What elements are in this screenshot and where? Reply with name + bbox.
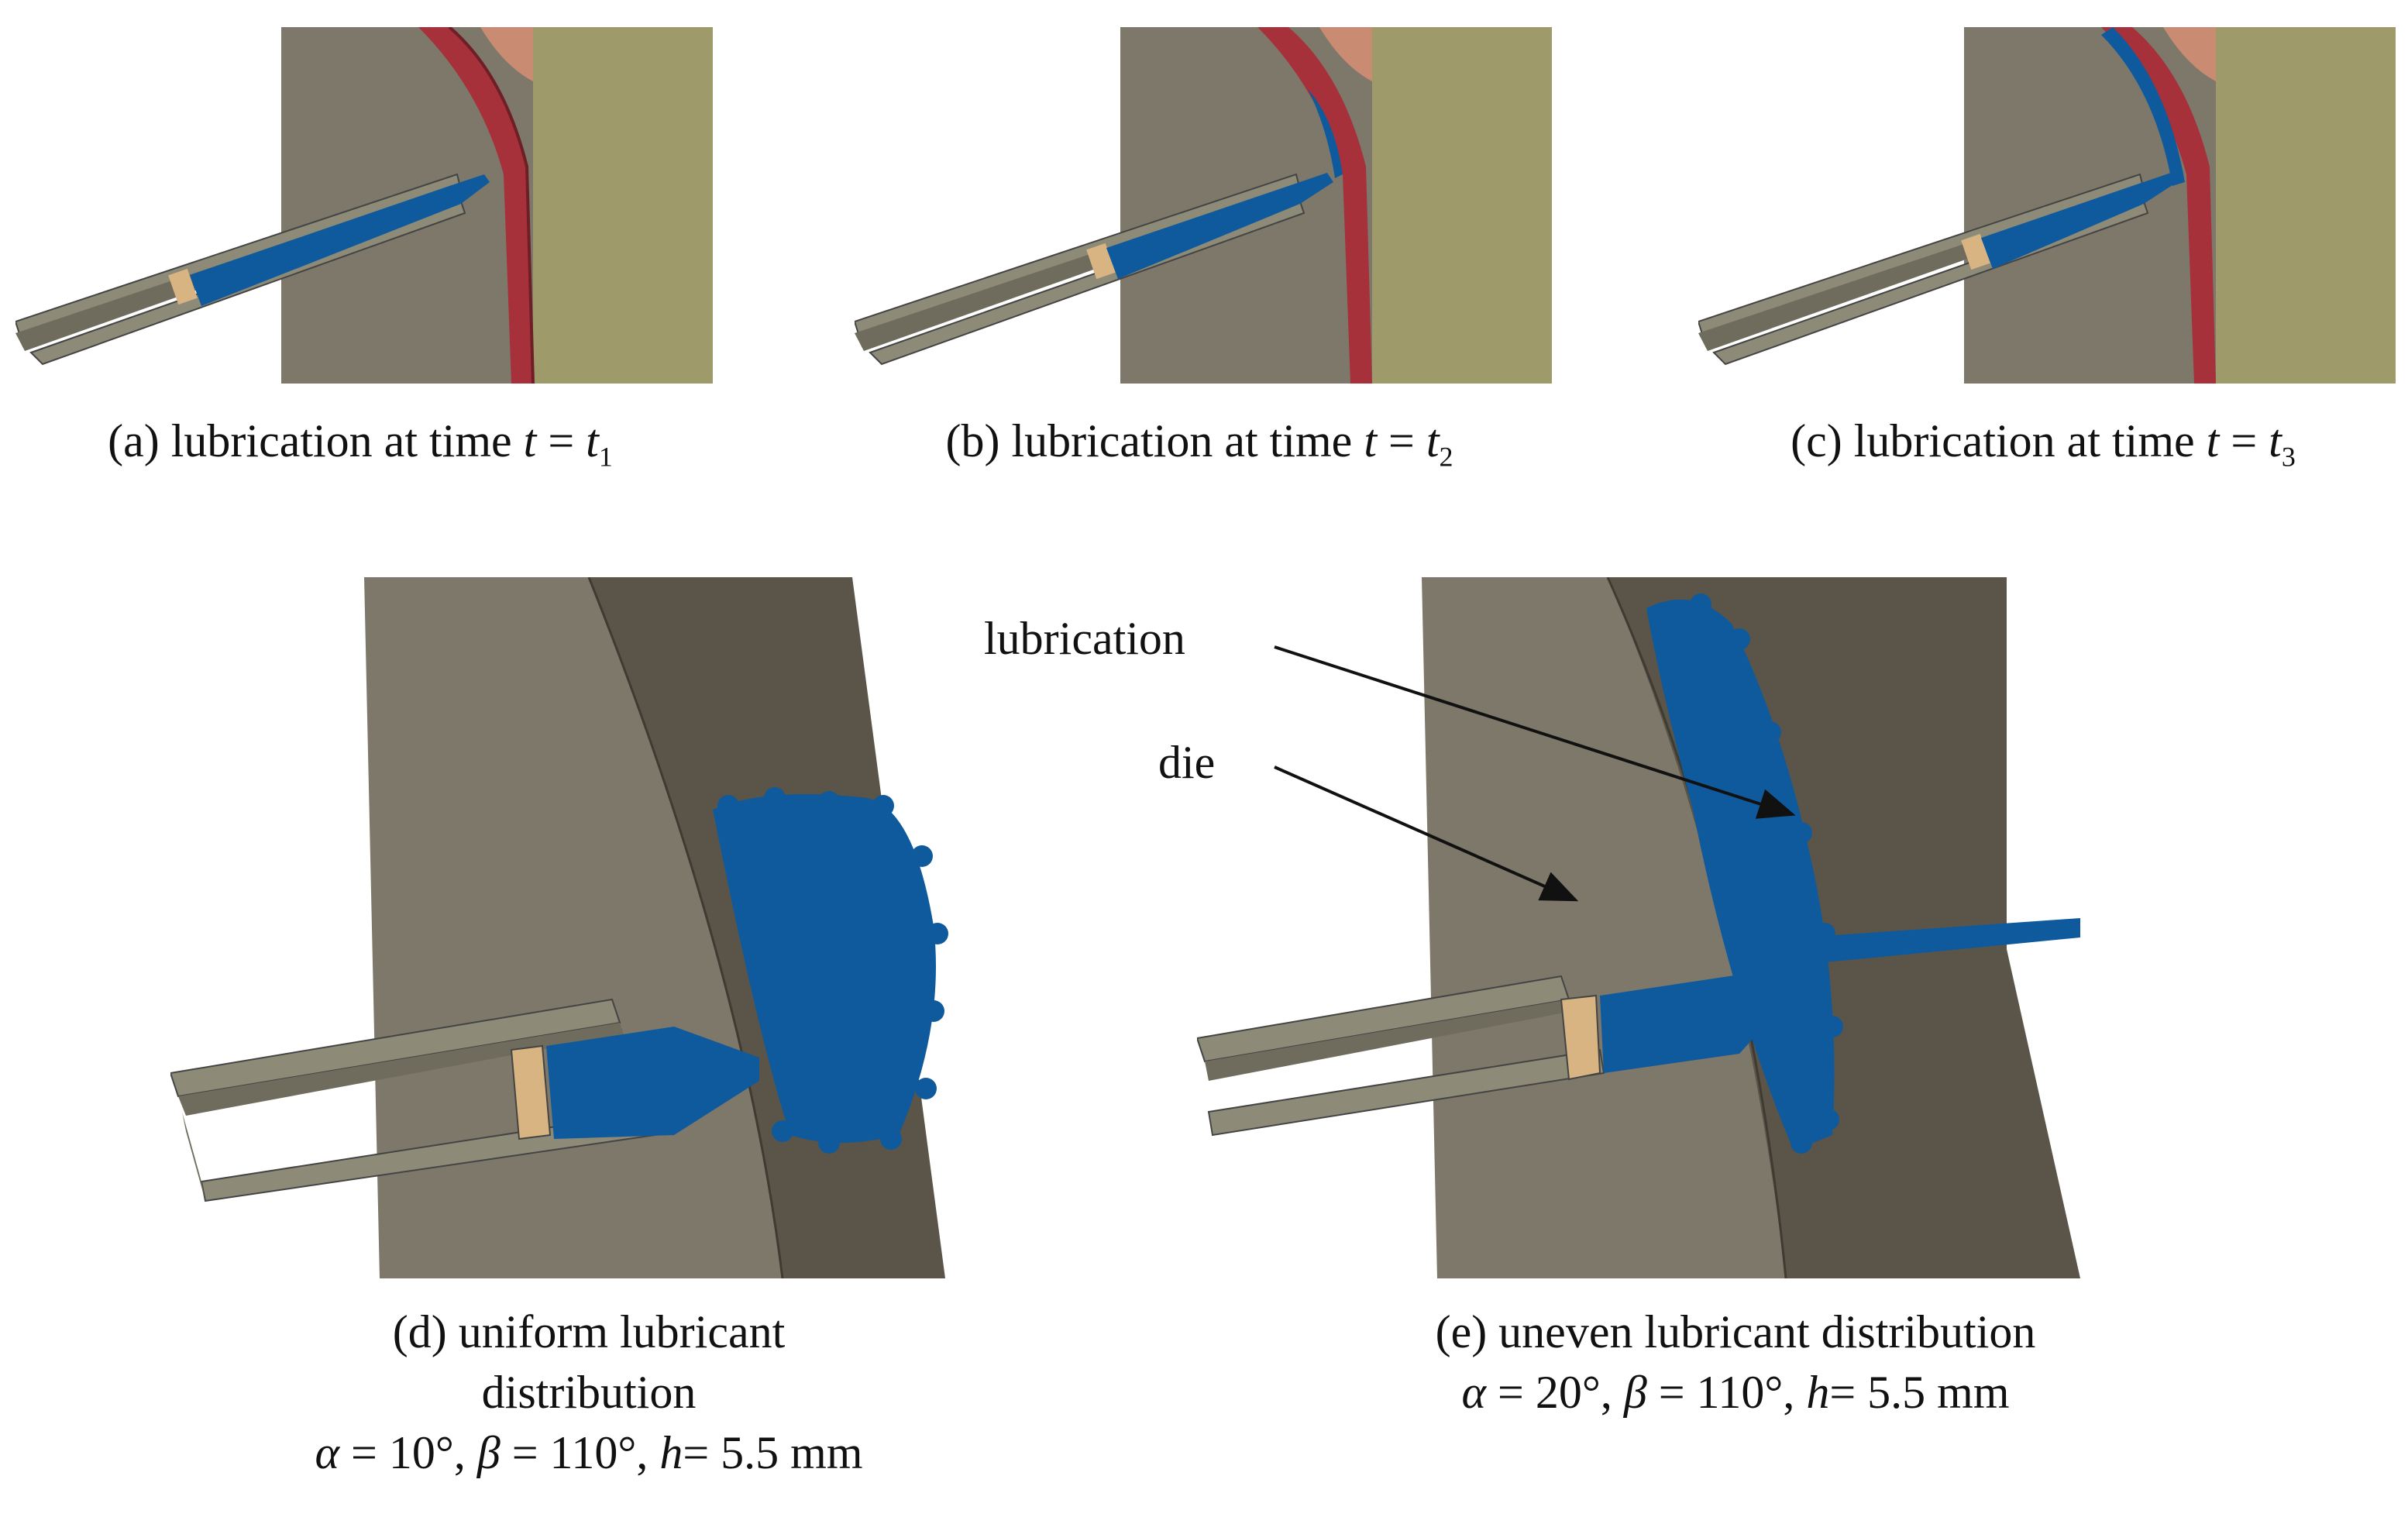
sheet <box>2101 27 2216 384</box>
punch <box>1319 27 1372 81</box>
panel-b-image <box>855 27 1560 391</box>
lubricant-jet <box>546 1027 759 1139</box>
caption-a: (a) lubrication at time t = t1 <box>108 415 613 473</box>
sheet-inner-edge <box>448 27 535 384</box>
lubricant-jet <box>190 174 490 306</box>
panel-d-image <box>170 577 961 1278</box>
lubricant-jet <box>1600 972 1786 1073</box>
lubricant-particles <box>1651 593 1843 1154</box>
punch <box>480 27 533 81</box>
caption-d-params: α = 10°, β = 110°, h= 5.5 mm <box>315 1427 863 1478</box>
lubricant-stream <box>1801 918 2080 965</box>
lubrication-label: lubrication <box>984 613 1185 664</box>
piston <box>1560 994 1601 1081</box>
caption-d-line2: distribution <box>481 1367 697 1418</box>
panel-c-image <box>1698 27 2403 391</box>
caption-e-line1: (e) uneven lubricant distribution <box>1435 1306 2036 1357</box>
piston <box>510 1044 552 1140</box>
panel-c-svg <box>1698 27 2396 384</box>
caption-c: (c) lubrication at time t = t3 <box>1791 415 2296 473</box>
panel-e-svg <box>1197 577 2080 1278</box>
caption-e: (e) uneven lubricant distribution α = 20… <box>1309 1302 2162 1423</box>
blank-holder <box>2216 27 2396 384</box>
sheet <box>418 27 533 384</box>
panel-d-svg <box>170 577 948 1278</box>
lubricant-jet <box>1981 173 2177 269</box>
caption-d-line1: (d) uniform lubricant <box>392 1306 786 1357</box>
blank-holder <box>1372 27 1552 384</box>
caption-b: (b) lubrication at time t = t2 <box>945 415 1453 473</box>
nozzle <box>1197 975 1605 1137</box>
lubricant-cloud <box>713 794 936 1143</box>
lubricant-film <box>1308 89 1343 178</box>
panel-a-image <box>15 27 721 391</box>
piston <box>168 268 198 305</box>
die-edge <box>587 577 784 1278</box>
lubricant-particles <box>717 787 948 1154</box>
lubricant-film <box>2101 27 2185 186</box>
panel-b-svg <box>855 27 1552 384</box>
sheet <box>1257 27 1372 384</box>
panel-a-svg <box>15 27 713 384</box>
caption-d: (d) uniform lubricant distribution α = 1… <box>217 1302 961 1483</box>
caption-e-params: α = 20°, β = 110°, h= 5.5 mm <box>1461 1367 2010 1418</box>
lubricant-jet <box>1106 173 1333 279</box>
panel-e-image <box>1197 577 2084 1278</box>
blank-holder <box>533 27 713 384</box>
punch <box>2163 27 2216 81</box>
die-label: die <box>1158 737 1216 788</box>
piston <box>1961 233 1990 270</box>
